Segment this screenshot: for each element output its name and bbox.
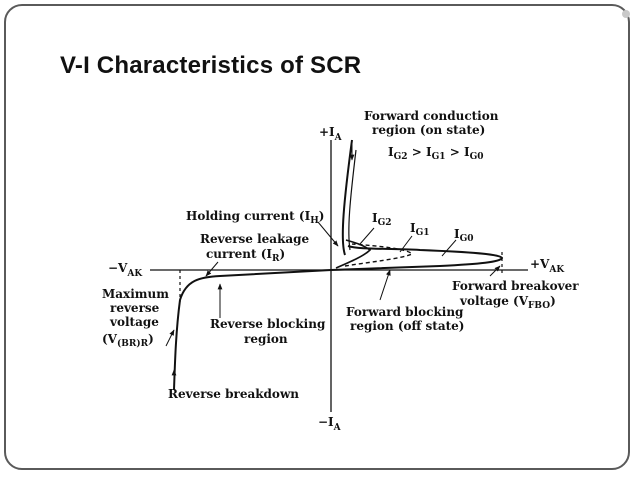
fwd-blocking-label-1: Forward blocking	[346, 305, 464, 319]
holding-arrow	[317, 221, 339, 247]
slide-title: V-I Characteristics of SCR	[60, 52, 362, 79]
max-rev-pointer	[165, 329, 175, 347]
rev-blocking-label-2: region	[244, 332, 288, 346]
rev-leakage-label-2: current (IR)	[206, 247, 285, 264]
max-reverse-label-2: reverse	[110, 301, 160, 315]
holding-current-label: Holding current (IH)	[186, 209, 324, 226]
ig1-pointer	[399, 235, 413, 253]
rev-breakdown-label: Reverse breakdown	[168, 387, 299, 401]
conduction-curve-inner	[348, 149, 357, 251]
max-reverse-label-1: Maximum	[102, 287, 169, 301]
rev-leakage-label-1: Reverse leakage	[200, 232, 310, 246]
ig2-pointer	[359, 227, 375, 245]
minus-vak-label: −VAK	[108, 261, 143, 279]
rev-blocking-label-1: Reverse blocking	[210, 317, 326, 331]
ig0-label: IG0	[454, 227, 474, 244]
plus-vak-label: +VAK	[530, 257, 565, 275]
fwd-blocking-pointer	[379, 269, 391, 301]
ig2-label: IG2	[372, 211, 392, 228]
gate-order-label: IG2 > IG1 > IG0	[388, 145, 484, 162]
fwd-breakover-label-1: Forward breakover	[452, 279, 579, 293]
slide-frame	[4, 4, 630, 470]
ig1-curve	[344, 243, 414, 267]
fwd-blocking-label-2: region (off state)	[350, 319, 464, 333]
ig0-curve	[330, 245, 504, 271]
slide-corner-dot	[622, 10, 630, 18]
fwd-breakover-label-2: voltage (VFBO)	[459, 294, 556, 311]
fwd-conduction-label-1: Forward conduction	[364, 109, 499, 123]
fwd-conduction-label-2: region (on state)	[372, 123, 485, 137]
fbo-pointer	[489, 265, 501, 277]
minus-ia-label: −IA	[318, 415, 342, 433]
plus-ia-label: +IA	[319, 125, 343, 143]
max-reverse-label-4: (V(BR)R)	[102, 332, 154, 349]
max-reverse-label-3: voltage	[109, 315, 159, 329]
ig2-curve	[335, 239, 372, 269]
rev-leak-pointer	[205, 261, 219, 277]
ig1-label: IG1	[410, 221, 430, 238]
ig0-pointer	[441, 239, 457, 257]
